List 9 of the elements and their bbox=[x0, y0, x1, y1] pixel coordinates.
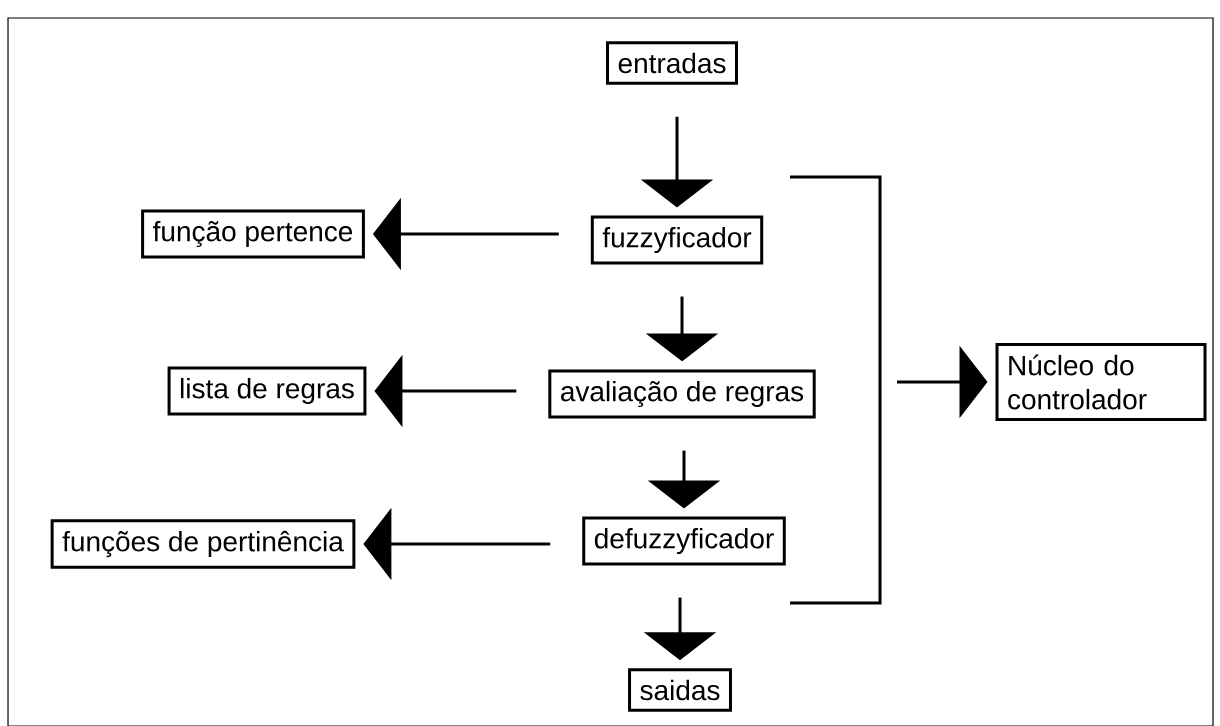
process-box: funções de pertinência bbox=[50, 519, 356, 569]
process-box: Núcleo do controlador bbox=[995, 343, 1207, 421]
process-box: lista de regras bbox=[167, 366, 367, 416]
process-box: função pertence bbox=[141, 209, 365, 259]
process-box: defuzzyficador bbox=[582, 516, 786, 566]
process-box: saidas bbox=[628, 668, 732, 712]
process-box: entradas bbox=[606, 41, 738, 85]
process-box: fuzzyficador bbox=[590, 215, 764, 265]
process-box: avaliação de regras bbox=[548, 369, 816, 419]
